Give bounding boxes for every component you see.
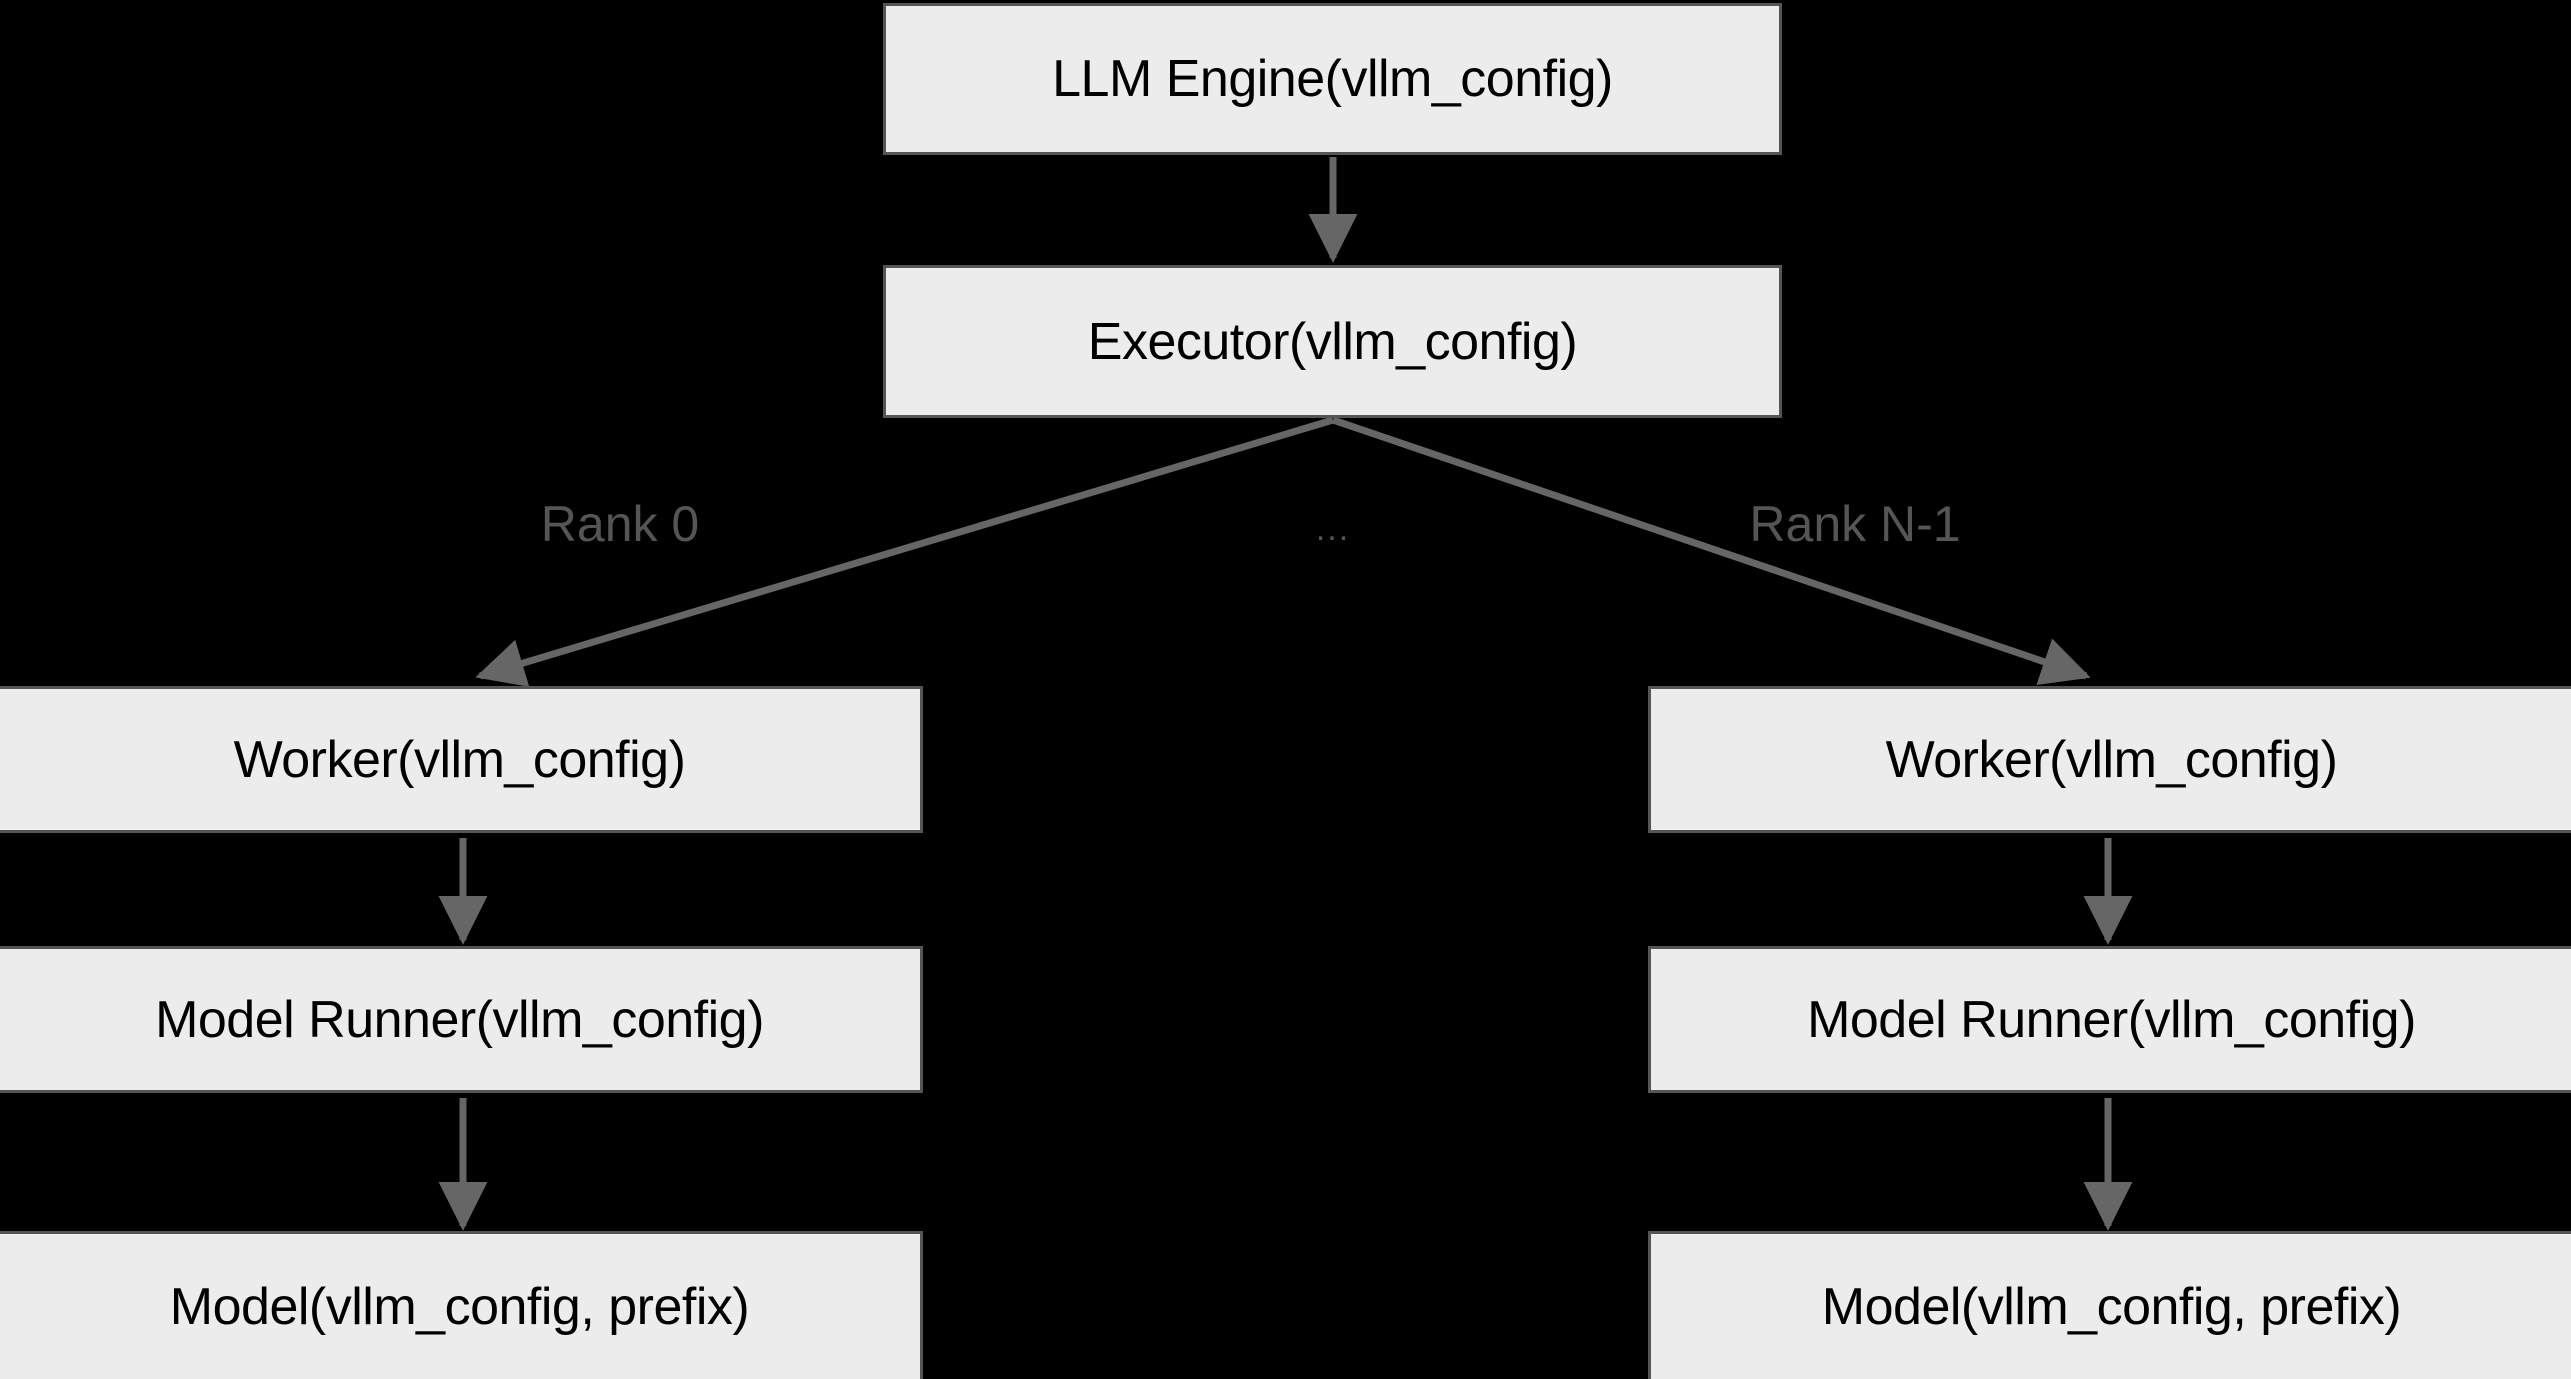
node-worker-rank-0-label: Worker(vllm_config) (233, 730, 686, 789)
node-model-runner-rank-n-1[interactable]: Model Runner(vllm_config) (1648, 946, 2571, 1093)
node-llm-engine[interactable]: LLM Engine(vllm_config) (883, 3, 1782, 155)
edge-label-rank-n-1-text: Rank N-1 (1749, 496, 1961, 552)
edge-label-rank-0: Rank 0 (470, 495, 770, 553)
node-model-rank-n-1[interactable]: Model(vllm_config, prefix) (1648, 1231, 2571, 1379)
edge-label-rank-ellipsis-text: ... (1315, 510, 1351, 548)
node-llm-engine-label: LLM Engine(vllm_config) (1052, 50, 1613, 108)
edge-label-rank-0-text: Rank 0 (540, 496, 700, 552)
node-executor[interactable]: Executor(vllm_config) (883, 265, 1782, 418)
node-model-rank-n-1-label: Model(vllm_config, prefix) (1821, 1278, 2402, 1336)
node-model-runner-rank-0[interactable]: Model Runner(vllm_config) (0, 946, 923, 1093)
node-worker-rank-n-1[interactable]: Worker(vllm_config) (1648, 686, 2571, 833)
node-model-runner-rank-n-1-label: Model Runner(vllm_config) (1807, 990, 2416, 1049)
node-model-rank-0[interactable]: Model(vllm_config, prefix) (0, 1231, 923, 1379)
node-worker-rank-n-1-label: Worker(vllm_config) (1885, 730, 2338, 789)
node-model-rank-0-label: Model(vllm_config, prefix) (169, 1278, 750, 1336)
node-executor-label: Executor(vllm_config) (1087, 312, 1578, 371)
edge-label-rank-ellipsis: ... (1233, 512, 1433, 546)
node-worker-rank-0[interactable]: Worker(vllm_config) (0, 686, 923, 833)
edge-label-rank-n-1: Rank N-1 (1690, 495, 2020, 553)
node-model-runner-rank-0-label: Model Runner(vllm_config) (155, 990, 764, 1049)
